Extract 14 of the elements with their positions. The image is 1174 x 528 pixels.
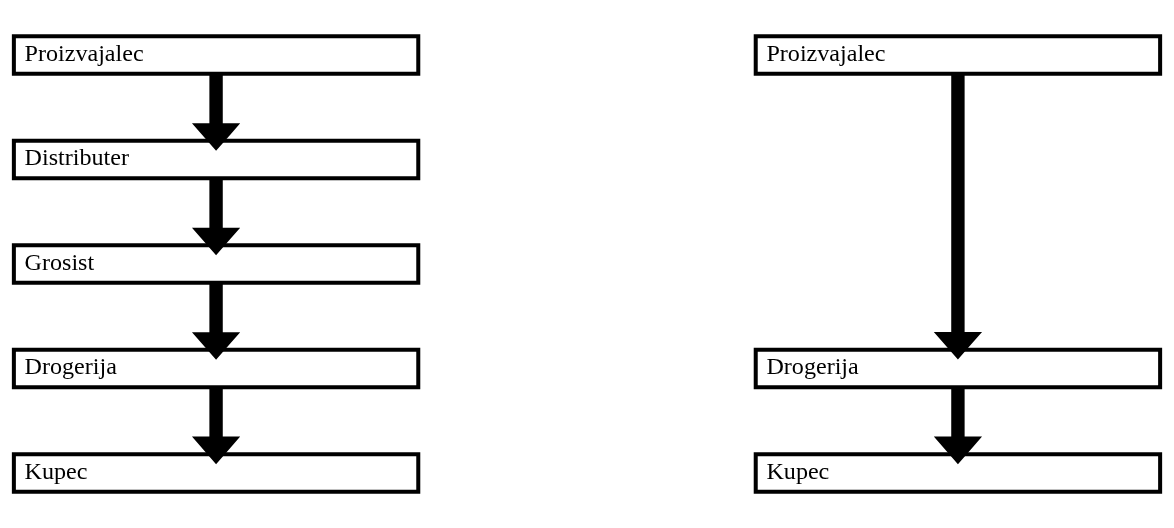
arrow bbox=[191, 178, 241, 256]
arrow bbox=[933, 74, 983, 360]
node-box: Proizvajalec bbox=[753, 34, 1163, 76]
arrow bbox=[191, 283, 241, 360]
node-box: Distributer bbox=[11, 138, 421, 181]
node-box: Grosist bbox=[11, 243, 421, 285]
node-box: Proizvajalec bbox=[11, 34, 421, 76]
node-box: Kupec bbox=[11, 452, 421, 494]
node-box: Drogerija bbox=[11, 347, 421, 390]
node-box: Drogerija bbox=[753, 347, 1163, 390]
node-box: Kupec bbox=[753, 452, 1163, 494]
arrow bbox=[191, 74, 241, 151]
arrow bbox=[191, 387, 241, 465]
arrow bbox=[933, 387, 983, 465]
